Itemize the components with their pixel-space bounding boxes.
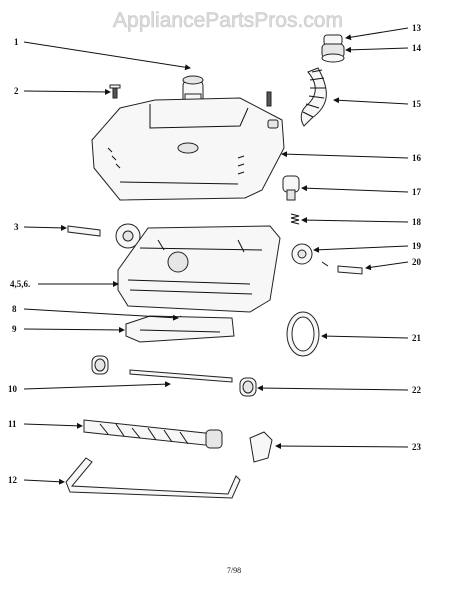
part-22-bearing: [239, 377, 257, 397]
leader-lines: [23, 27, 409, 485]
callout-9: 9: [12, 324, 17, 334]
part-13-14-swivel: [321, 34, 345, 63]
watermark: AppliancePartsPros.com: [113, 9, 343, 32]
callout-12: 12: [8, 475, 18, 485]
part-15-hose: [300, 67, 327, 127]
part-4-5-6-base: [117, 225, 281, 313]
part-20-pin: [321, 261, 363, 275]
part-bearing-left: [91, 355, 109, 375]
callout-20: 20: [412, 257, 422, 267]
part-16-hood: [91, 97, 285, 201]
part-12-bumper: [65, 457, 241, 499]
part-23-bracket: [249, 431, 273, 463]
callout-8: 8: [12, 304, 17, 314]
callout-11: 11: [8, 419, 17, 429]
part-screw-top: [266, 91, 272, 107]
callout-15: 15: [412, 99, 422, 109]
part-21-belt: [286, 311, 320, 357]
part-18-spring: [290, 213, 300, 225]
callout-1: 1: [14, 37, 19, 47]
callout-3: 3: [14, 222, 19, 232]
part-11-brush-roll: [83, 419, 223, 449]
part-9-bottom-plate: [125, 315, 235, 343]
callout-2: 2: [14, 86, 19, 96]
callout-19: 19: [412, 241, 422, 251]
callout-10: 10: [8, 384, 18, 394]
part-19-wheel: [291, 243, 313, 265]
part-3-pin: [67, 225, 101, 237]
callout-18: 18: [412, 217, 422, 227]
part-17-adapter: [282, 175, 300, 201]
footer-code: 7/98: [227, 566, 241, 575]
callout-16: 16: [412, 153, 422, 163]
callout-13: 13: [412, 23, 422, 33]
callout-17: 17: [412, 187, 422, 197]
callout-labels: 1 2 3 4,5,6. 8 9 10 11 12 13 14 15 16 17…: [8, 23, 422, 485]
part-10-shaft: [129, 369, 233, 383]
part-wheel-left: [115, 223, 141, 249]
callout-4-5-6: 4,5,6.: [10, 279, 30, 289]
callout-23: 23: [412, 442, 422, 452]
callout-22: 22: [412, 385, 422, 395]
callout-14: 14: [412, 43, 422, 53]
part-2-screw: [109, 84, 121, 99]
callout-21: 21: [412, 333, 422, 343]
